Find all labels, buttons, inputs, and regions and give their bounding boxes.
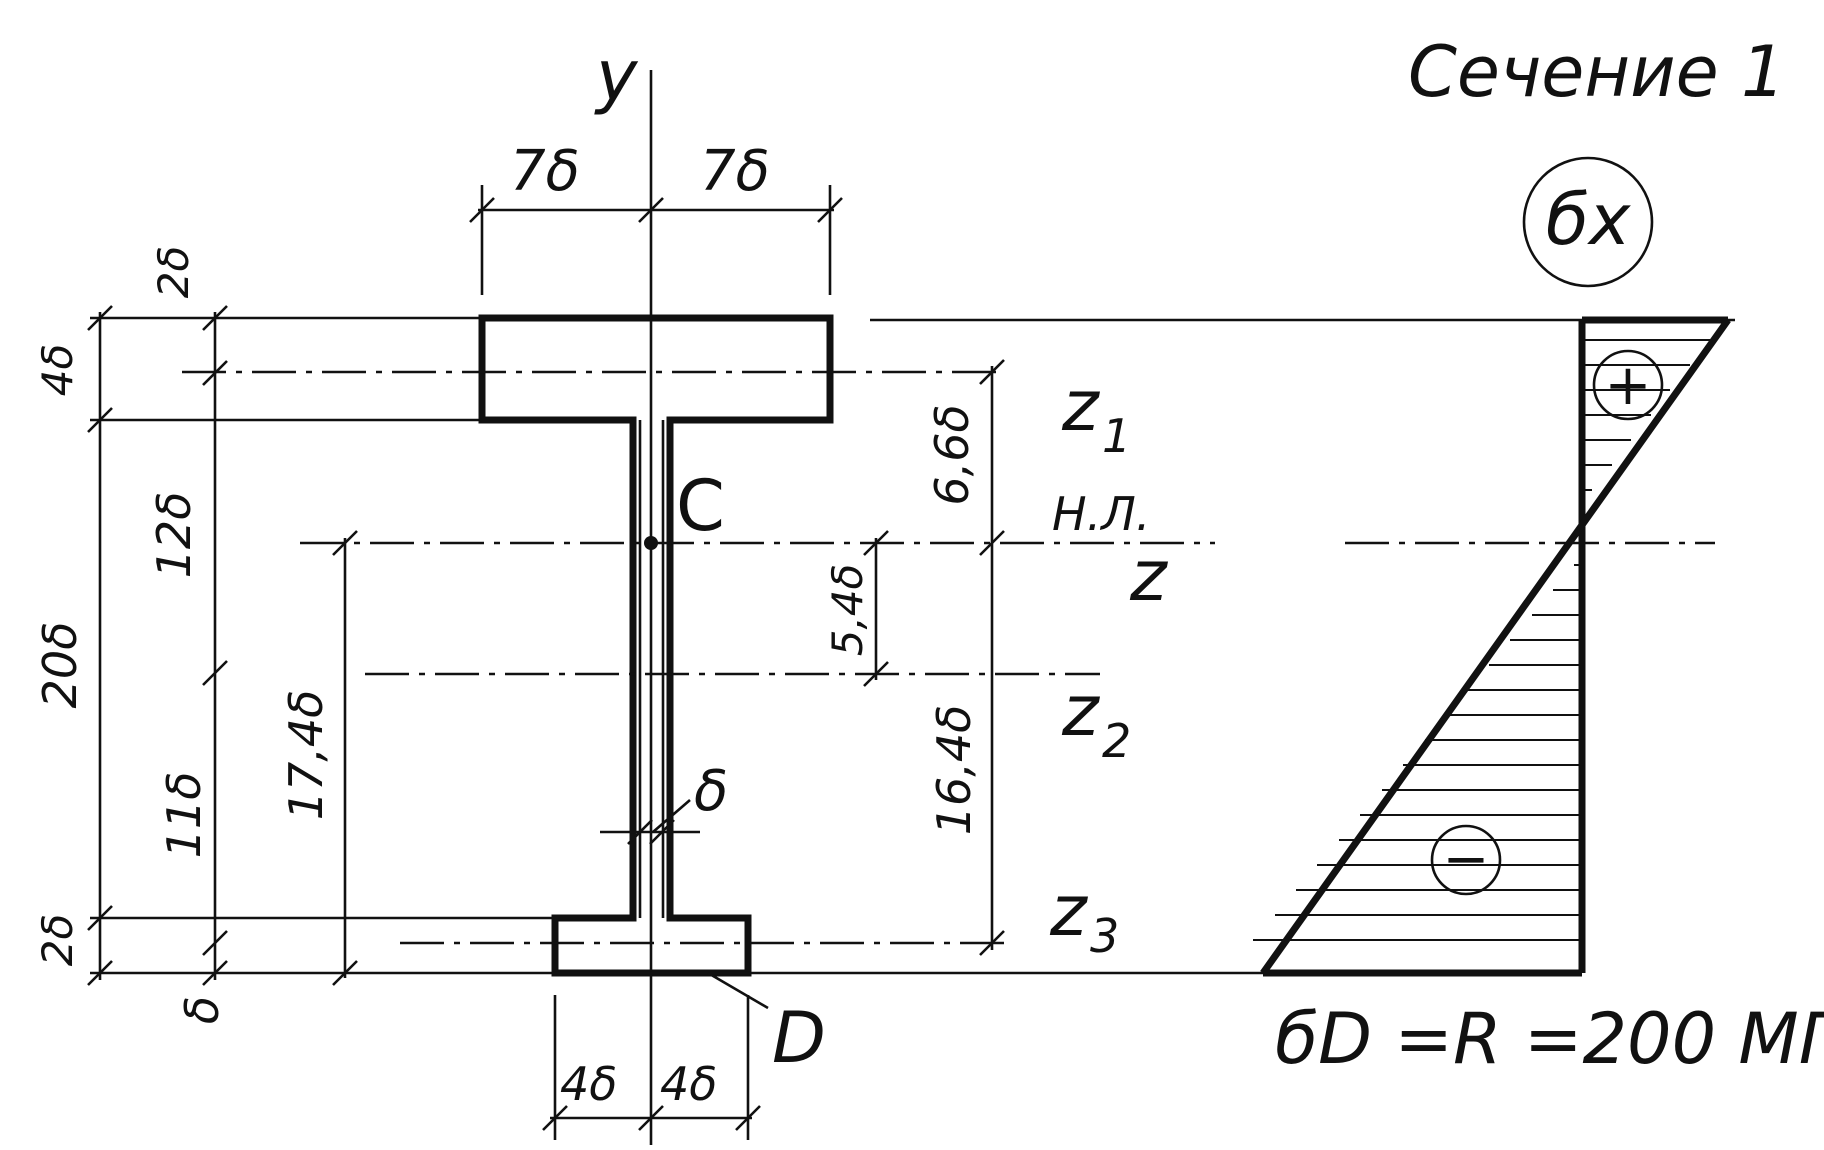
z1-label: z [1061,365,1101,447]
dim-label-4d-left: 4δ [560,1057,617,1111]
dim-label-6-6d: 6,6δ [925,404,979,505]
dim-label-20d: 20δ [33,622,87,709]
dim-label-4d-flange: 4δ [33,344,82,396]
minus-sign: − [1443,827,1490,892]
plus-sign: + [1605,353,1652,418]
z2-subscript: 2 [1102,714,1131,768]
web-leader [652,799,691,833]
z2-label: z [1061,670,1101,752]
dim-label-5-4d: 5,4δ [823,564,872,657]
minus-circle [1430,824,1502,896]
stress-result-label: бD =R =200 МПа [1275,998,1824,1080]
dimension-ticks [87,197,1005,1131]
dim-label-2d-bottom: 2δ [33,914,82,966]
stress-hatching [1253,339,1710,941]
stress-line [1260,317,1731,976]
dim-label-d: δ [175,996,229,1024]
centroid-label: C [676,465,725,547]
dim-label-17-4d: 17,4δ [279,690,333,821]
z1-subscript: 1 [1102,409,1131,463]
neutral-line-label: Н.Л. [1052,487,1150,541]
stress-symbol-circle [1522,156,1654,288]
point-d-label: D [772,997,826,1079]
stress-symbol: бx [1546,179,1631,261]
beam-profile [478,314,834,977]
z3-label: z [1049,870,1089,952]
dim-label-11d: 11δ [157,772,211,859]
section-title: Сечение 1 [1408,31,1785,113]
z3-subscript: 3 [1090,909,1119,963]
plus-circle [1592,349,1664,421]
dim-label-16-4d: 16,4δ [927,705,981,836]
dim-label-7d-right: 7δ [700,139,770,204]
dim-label-4d-right: 4δ [660,1057,717,1111]
centroid-point [644,536,658,550]
dim-label-2d-top: 2δ [149,246,198,298]
dim-label-12d: 12δ [147,492,201,579]
y-axis-label: y [594,35,639,117]
z-axis-label: z [1129,535,1169,617]
d-leader [707,971,769,1010]
dim-label-7d-left: 7δ [510,139,580,204]
dim-label-web: δ [694,759,728,824]
